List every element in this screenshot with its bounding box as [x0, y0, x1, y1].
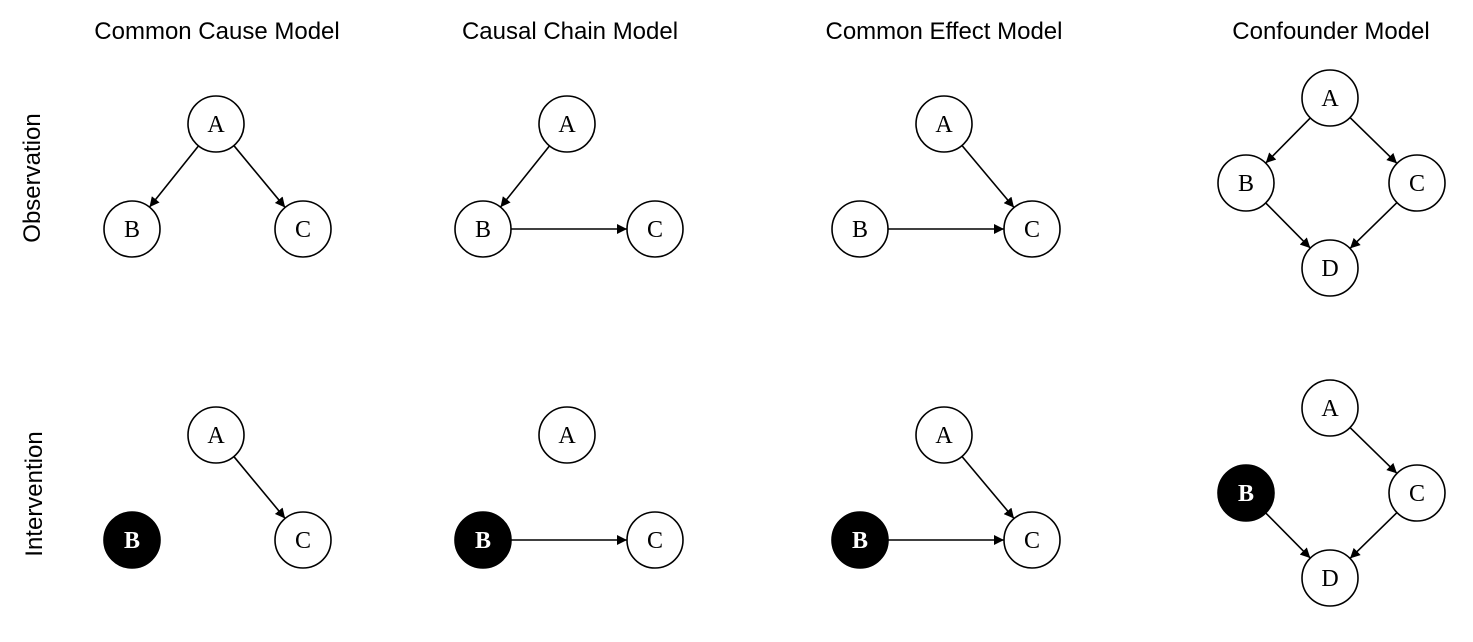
edge-a-to-c	[1349, 116, 1398, 165]
node-b: B	[103, 200, 161, 258]
edge-a-to-c	[961, 144, 1015, 209]
node-b-intervened: B	[831, 511, 889, 569]
node-label: B	[475, 528, 491, 554]
node-label: B	[1238, 171, 1254, 197]
node-d: D	[1301, 239, 1359, 297]
node-circle	[274, 511, 332, 569]
node-label: C	[647, 528, 663, 554]
node-label: C	[1024, 217, 1040, 243]
node-circle	[274, 200, 332, 258]
column-title-common-effect: Common Effect Model	[825, 18, 1063, 45]
column-title-common-cause: Common Cause Model	[94, 18, 340, 45]
node-label: D	[1321, 566, 1338, 592]
node-label: C	[1024, 528, 1040, 554]
node-b: B	[831, 200, 889, 258]
node-label: C	[1409, 481, 1425, 507]
node-label: B	[852, 528, 868, 554]
node-c: C	[1388, 154, 1446, 212]
node-label: B	[852, 217, 868, 243]
node-a: A	[915, 406, 973, 464]
node-circle	[915, 95, 973, 153]
node-circle	[831, 200, 889, 258]
edge-b-to-d	[1265, 202, 1311, 249]
node-circle	[538, 95, 596, 153]
node-c: C	[626, 511, 684, 569]
edge-a-to-b	[499, 145, 551, 208]
edge-a-to-c	[233, 145, 286, 208]
column-title-confounder: Confounder Model	[1232, 18, 1430, 45]
node-label: A	[935, 112, 953, 138]
node-circle	[1003, 200, 1061, 258]
node-c: C	[1388, 464, 1446, 522]
node-d: D	[1301, 549, 1359, 607]
node-c: C	[1003, 511, 1061, 569]
node-circle	[1301, 239, 1359, 297]
edge-c-to-d	[1349, 511, 1398, 560]
node-a: A	[1301, 69, 1359, 127]
node-label: B	[124, 528, 140, 554]
node-label: A	[935, 423, 953, 449]
node-b-intervened: B	[1217, 464, 1275, 522]
node-a: A	[915, 95, 973, 153]
node-label: B	[124, 217, 140, 243]
node-label: C	[1409, 171, 1425, 197]
node-circle	[454, 511, 512, 569]
edge-a-to-b	[1265, 117, 1311, 164]
node-circle	[187, 95, 245, 153]
node-circle	[103, 200, 161, 258]
node-label: C	[647, 217, 663, 243]
node-b-intervened: B	[103, 511, 161, 569]
edge-a-to-c	[1349, 426, 1398, 475]
node-circle	[831, 511, 889, 569]
node-circle	[626, 200, 684, 258]
node-label: C	[295, 217, 311, 243]
edge-a-to-c	[961, 455, 1015, 520]
node-b: B	[1217, 154, 1275, 212]
node-label: A	[1321, 86, 1339, 112]
node-label: A	[558, 423, 576, 449]
node-label: A	[207, 423, 225, 449]
node-a: A	[1301, 379, 1359, 437]
edge-b-to-d	[1265, 512, 1311, 559]
node-circle	[538, 406, 596, 464]
node-label: B	[1238, 481, 1254, 507]
node-a: A	[187, 95, 245, 153]
node-label: D	[1321, 256, 1338, 282]
node-circle	[1388, 464, 1446, 522]
node-circle	[1301, 69, 1359, 127]
node-a: A	[538, 95, 596, 153]
node-circle	[103, 511, 161, 569]
node-circle	[1217, 154, 1275, 212]
node-circle	[626, 511, 684, 569]
node-circle	[915, 406, 973, 464]
node-c: C	[274, 511, 332, 569]
node-circle	[187, 406, 245, 464]
node-circle	[1003, 511, 1061, 569]
node-circle	[1301, 379, 1359, 437]
column-title-causal-chain: Causal Chain Model	[461, 18, 679, 45]
node-b: B	[454, 200, 512, 258]
node-label: B	[475, 217, 491, 243]
node-circle	[454, 200, 512, 258]
node-b-intervened: B	[454, 511, 512, 569]
node-label: A	[558, 112, 576, 138]
node-c: C	[626, 200, 684, 258]
node-label: C	[295, 528, 311, 554]
node-label: A	[207, 112, 225, 138]
node-label: A	[1321, 396, 1339, 422]
edge-a-to-c	[233, 456, 286, 519]
node-c: C	[1003, 200, 1061, 258]
node-circle	[1301, 549, 1359, 607]
node-a: A	[187, 406, 245, 464]
node-circle	[1388, 154, 1446, 212]
node-c: C	[274, 200, 332, 258]
node-circle	[1217, 464, 1275, 522]
node-a: A	[538, 406, 596, 464]
edge-a-to-b	[148, 145, 200, 208]
edge-c-to-d	[1349, 201, 1398, 250]
